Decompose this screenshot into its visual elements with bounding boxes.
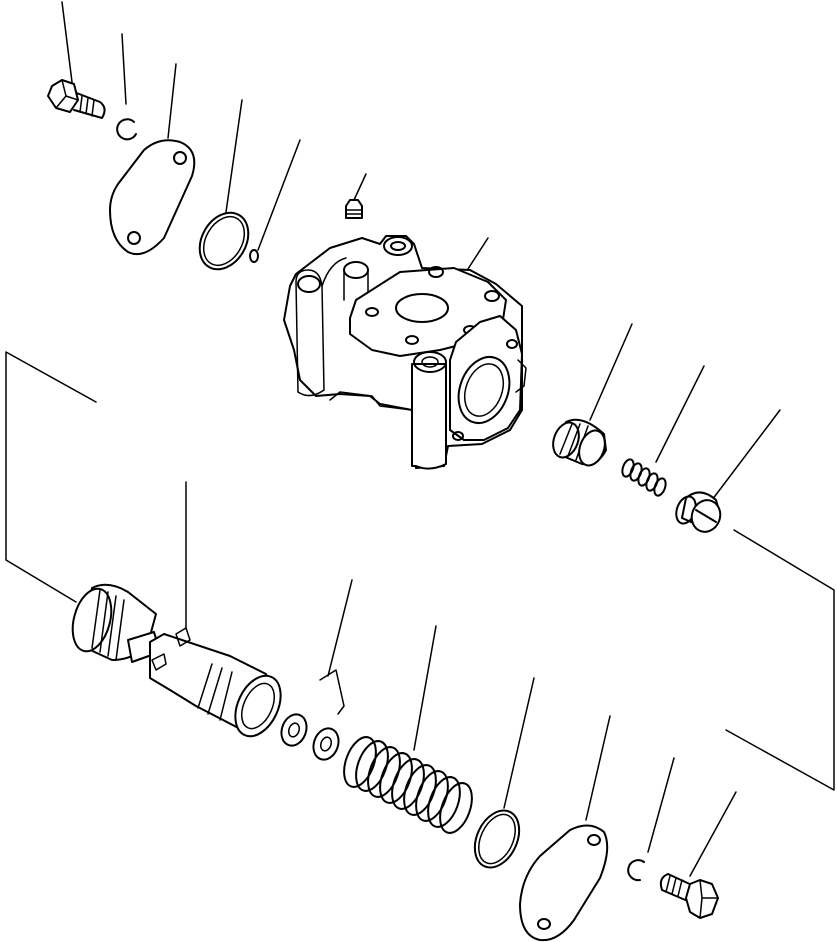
bolt-bottom bbox=[659, 873, 719, 919]
o-ring-bottom bbox=[473, 809, 521, 869]
lock-washer-top bbox=[116, 118, 137, 141]
leader-line-grease-fitting bbox=[353, 173, 367, 201]
shims bbox=[280, 713, 340, 761]
leader-line-valve-body bbox=[465, 237, 489, 273]
leader-line-cover-bottom bbox=[585, 715, 611, 821]
bolt-top bbox=[47, 79, 106, 119]
leader-line-washer-bottom bbox=[647, 757, 675, 853]
spool bbox=[71, 583, 282, 738]
valve-body bbox=[283, 235, 527, 470]
assembly-axis-lines bbox=[5, 351, 835, 791]
small-spring bbox=[621, 458, 667, 497]
axis-bracket-right bbox=[725, 529, 835, 791]
leader-line-small-oring bbox=[257, 139, 301, 251]
spring bbox=[343, 736, 473, 834]
shim-leader-box bbox=[319, 669, 345, 715]
screw-plug bbox=[675, 491, 722, 533]
leader-line-washer-top bbox=[121, 33, 127, 105]
leader-line-cover-top bbox=[167, 63, 177, 139]
leader-line-small-spring bbox=[655, 365, 705, 463]
leader-line-spring bbox=[413, 625, 437, 751]
cover-plate-bottom bbox=[519, 824, 609, 942]
grease-fitting bbox=[345, 199, 363, 219]
leader-line-screw-plug bbox=[711, 409, 781, 501]
leader-lines bbox=[61, 1, 781, 877]
lock-washer-bottom bbox=[627, 859, 645, 882]
small-o-ring bbox=[249, 249, 259, 263]
leader-line-bolt-bottom bbox=[689, 791, 737, 877]
leader-line-plug-piston bbox=[589, 323, 633, 421]
leader-line-shims bbox=[327, 579, 353, 677]
axis-bracket-left bbox=[5, 351, 97, 603]
leader-line-oring-bottom bbox=[503, 677, 535, 809]
plug-piston bbox=[552, 418, 607, 467]
cover-plate-top bbox=[109, 139, 196, 256]
leader-line-oring-top bbox=[225, 99, 243, 213]
leader-line-bolt-top bbox=[61, 1, 73, 83]
o-ring-top bbox=[198, 211, 250, 271]
